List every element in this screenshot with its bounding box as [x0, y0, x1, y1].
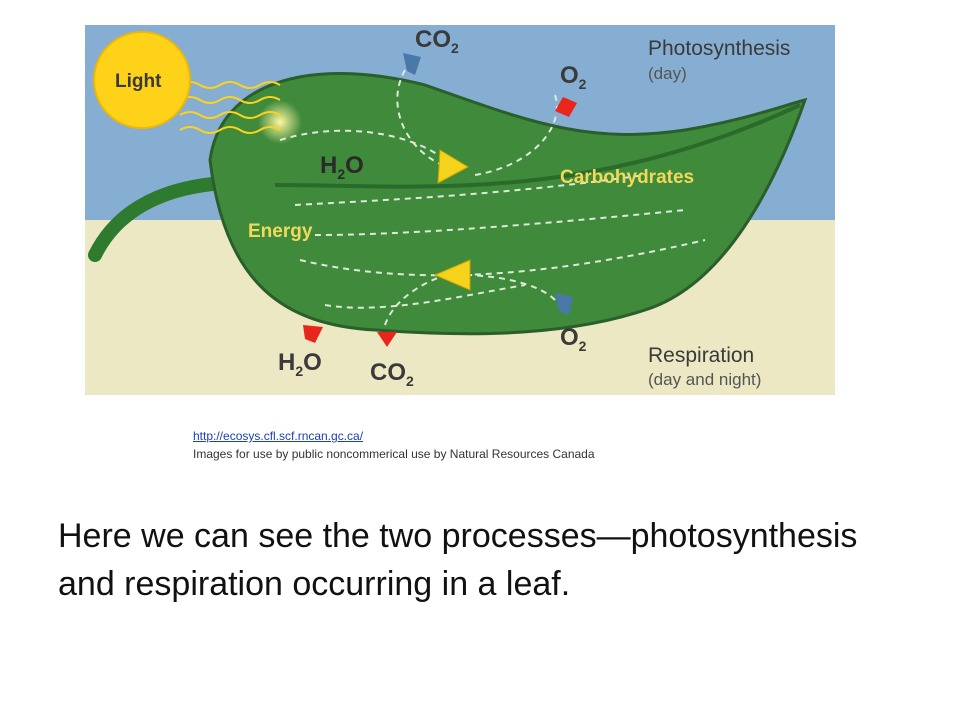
photosynthesis-time: (day) [648, 64, 687, 83]
carbohydrates-label: Carbohydrates [560, 167, 694, 188]
respiration-time: (day and night) [648, 370, 761, 389]
image-credit: http://ecosys.cfl.scf.rncan.gc.ca/ Image… [193, 427, 595, 463]
h2o-top-label: H2O [320, 152, 364, 182]
o2-top-label: O2 [560, 62, 587, 92]
credit-note: Images for use by public noncommerical u… [193, 447, 595, 461]
respiration-title: Respiration [648, 344, 754, 367]
arrow-h2o-out [303, 325, 323, 343]
light-label: Light [115, 71, 162, 92]
sun [93, 31, 191, 129]
arrow-yellow-top [437, 149, 470, 184]
co2-top-label: CO2 [415, 26, 459, 56]
h2o-bottom-label: H2O [278, 349, 322, 379]
arrow-co2-out [377, 332, 397, 347]
slide-caption: Here we can see the two processes—photos… [58, 517, 858, 603]
leaf-midrib [274, 103, 801, 189]
arrow-co2-in [403, 53, 421, 75]
co2-bottom-label: CO2 [370, 359, 414, 389]
leaf [208, 72, 808, 336]
energy-label: Energy [248, 221, 313, 242]
light-rays [179, 81, 281, 134]
credit-link[interactable]: http://ecosys.cfl.scf.rncan.gc.ca/ [193, 429, 364, 443]
photosynthesis-respiration-diagram: Light CO2 O2 H2O O2 H2O CO2 Carbohydrate… [85, 25, 835, 395]
arrow-o2-in [555, 293, 573, 315]
light-glow [258, 100, 302, 144]
photosynthesis-title: Photosynthesis [648, 37, 790, 60]
o2-bottom-label: O2 [560, 324, 587, 354]
arrow-o2-out [555, 97, 577, 117]
arrow-yellow-bottom [433, 259, 471, 291]
